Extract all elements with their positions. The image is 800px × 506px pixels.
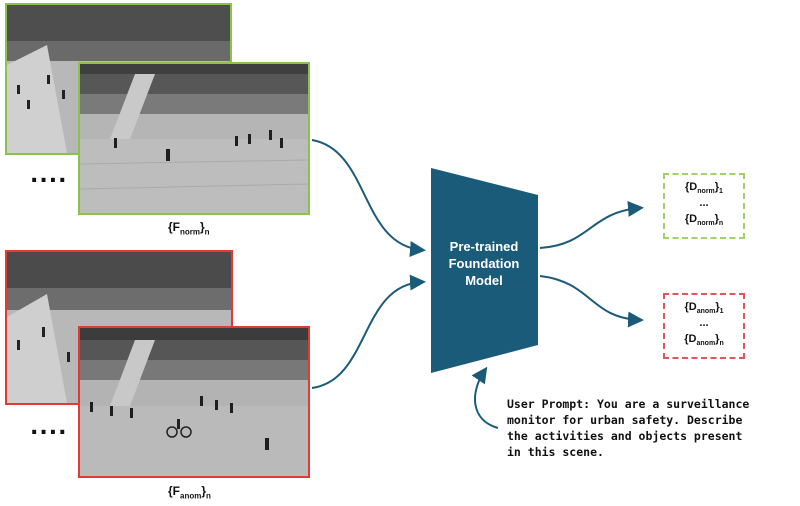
normal-output-last-tail: n (718, 220, 724, 228)
normal-output-last: {Dnorm}n (665, 213, 743, 227)
model-trapezoid (431, 168, 538, 373)
normal-label-tail: n (204, 227, 210, 237)
model-label-line1: Pre-trained (449, 239, 519, 254)
normal-output-dots: ... (699, 197, 709, 209)
normal-output-first: {Dnorm}1 (665, 181, 743, 195)
arrow-model-to-anomaly (539, 275, 644, 328)
anomaly-output-last-sub: anom (696, 340, 716, 348)
normal-output-last-close: } (714, 213, 719, 225)
arrow-anomaly-to-model (311, 274, 426, 389)
anomaly-frames-label: {Fanom}n (168, 484, 211, 500)
normal-frames-label: {Fnorm}n (168, 220, 210, 236)
anomaly-label-close: } (201, 484, 207, 498)
normal-output-last-base: {D (684, 213, 698, 225)
anomaly-label-sub: anom (180, 491, 202, 501)
anomaly-frame-front (78, 326, 310, 478)
anomaly-label-base: {F (168, 484, 180, 498)
model-label-line3: Model (465, 273, 503, 288)
anomaly-output-last: {Danom}n (665, 333, 743, 347)
normal-label-sub: norm (180, 227, 200, 237)
arrow-model-to-normal (539, 200, 644, 249)
normal-output-box: {Dnorm}1 ... {Dnorm}n (663, 173, 745, 239)
normal-ellipsis: .... (30, 163, 68, 188)
anomaly-output-first-close: } (715, 301, 720, 313)
normal-output-first-tail: 1 (719, 188, 723, 196)
anomaly-output-last-close: } (715, 333, 720, 345)
arrow-normal-to-model (311, 139, 426, 257)
normal-output-first-sub: norm (697, 188, 715, 196)
normal-output-first-close: } (714, 181, 720, 193)
anomaly-output-box: {Danom}1 ... {Danom}n (663, 293, 745, 359)
anomaly-output-first-base: {D (684, 301, 697, 313)
anomaly-output-dots: ... (699, 317, 709, 329)
model-label: Pre-trained Foundation Model (430, 238, 538, 289)
anomaly-ellipsis: .... (30, 415, 68, 440)
model-label-line2: Foundation (448, 256, 520, 271)
normal-output-last-sub: norm (697, 220, 715, 228)
normal-frame-back (5, 3, 232, 155)
anomaly-label-tail: n (206, 491, 211, 501)
normal-frame-front (78, 62, 310, 215)
user-prompt-text: User Prompt: You are a surveillance moni… (507, 397, 750, 459)
anomaly-output-last-base: {D (684, 333, 697, 345)
anomaly-output-first-tail: 1 (719, 308, 724, 316)
anomaly-output-first-sub: anom (696, 308, 716, 316)
anomaly-output-first: {Danom}1 (665, 301, 743, 315)
normal-output-first-base: {D (685, 181, 698, 193)
arrow-prompt-to-model (471, 366, 499, 429)
anomaly-output-last-tail: n (719, 340, 724, 348)
normal-label-base: {F (168, 220, 180, 234)
normal-label-close: } (200, 220, 205, 234)
